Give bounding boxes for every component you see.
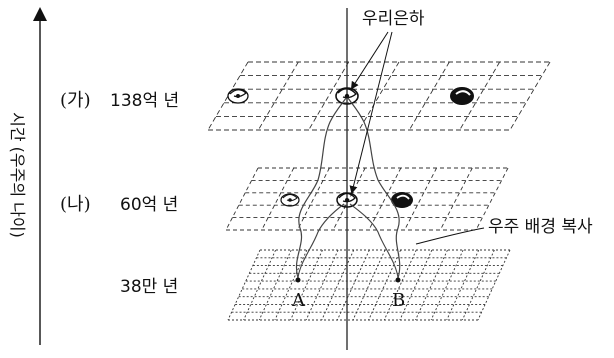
grid-line-vertical xyxy=(478,250,510,320)
grid-line-vertical xyxy=(306,250,338,320)
cmb-callout-label: 우주 배경 복사 xyxy=(488,217,593,237)
milky-way-callout-label: 우리은하 xyxy=(362,9,425,29)
grid-line-vertical xyxy=(337,250,369,320)
milky-way-callout-arrow-top xyxy=(352,32,388,88)
grid-line-vertical xyxy=(510,62,550,130)
light-path-a-to-milky-way xyxy=(296,98,346,278)
grid-line-vertical xyxy=(431,250,463,320)
galaxy-top-left-icon xyxy=(228,89,248,103)
grid-layer-cmb xyxy=(228,250,510,320)
layer-na-tag: (나) xyxy=(60,194,91,215)
grid-line-vertical xyxy=(297,168,329,230)
grid-line-vertical xyxy=(226,168,258,230)
point-b-label: B xyxy=(392,290,405,311)
point-a-label: A xyxy=(291,290,306,311)
grid-line-vertical xyxy=(333,168,365,230)
grid-line-vertical xyxy=(309,62,349,130)
layer-cmb-age: 38만 년 xyxy=(120,277,178,297)
time-axis-label: 시간 (우주의 나이) xyxy=(8,112,27,238)
grid-layer-na xyxy=(226,168,508,230)
grid-line-vertical xyxy=(447,250,479,320)
grid-line-vertical xyxy=(258,62,298,130)
grid-line-vertical xyxy=(228,250,260,320)
layer-na-age: 60억 년 xyxy=(120,195,178,215)
point-b-marker xyxy=(396,278,401,283)
grid-layer-ga xyxy=(208,62,550,130)
grid-line-vertical xyxy=(409,62,449,130)
layer-ga-tag: (가) xyxy=(60,90,91,111)
grid-line-vertical xyxy=(359,62,399,130)
point-a-marker xyxy=(296,278,301,283)
grid-line-vertical xyxy=(462,250,494,320)
galaxy-mid-left-icon xyxy=(281,194,299,206)
layer-ga-age: 138억 년 xyxy=(110,91,179,111)
grid-line-vertical xyxy=(353,250,385,320)
galaxy-top-right-icon xyxy=(450,87,474,105)
grid-line-vertical xyxy=(416,250,448,320)
light-path-b-to-mid xyxy=(350,204,398,278)
light-path-b-to-milky-way xyxy=(348,98,400,278)
grid-line-vertical xyxy=(322,250,354,320)
light-path-a-to-mid xyxy=(298,204,344,278)
grid-line-vertical xyxy=(440,168,472,230)
grid-line-vertical xyxy=(244,250,276,320)
grid-line-vertical xyxy=(259,250,291,320)
